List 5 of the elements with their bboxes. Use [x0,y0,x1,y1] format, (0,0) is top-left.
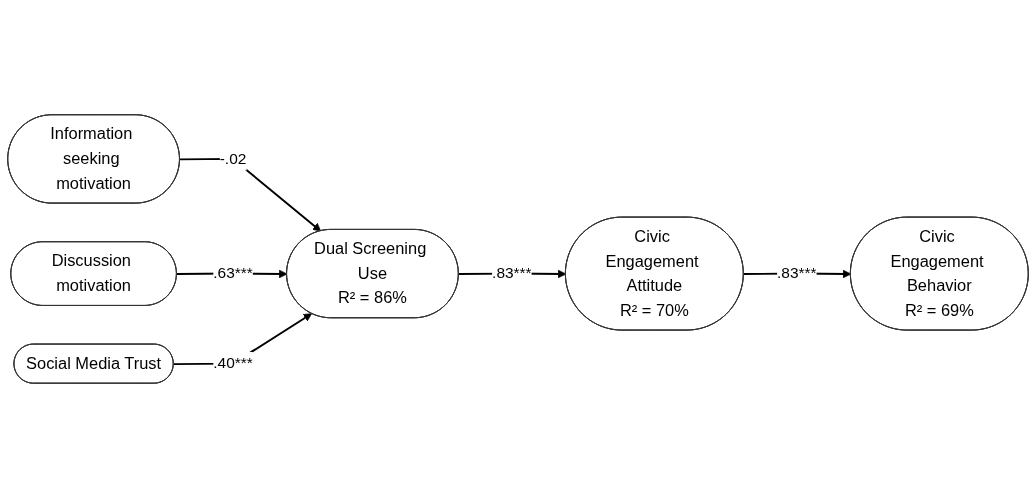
edge-label: -.02 [219,150,247,167]
edge-label: .83*** [492,264,532,282]
edge-label: .40*** [213,354,253,372]
edge-label: .63*** [213,264,253,282]
edge-label: .83*** [777,264,817,282]
